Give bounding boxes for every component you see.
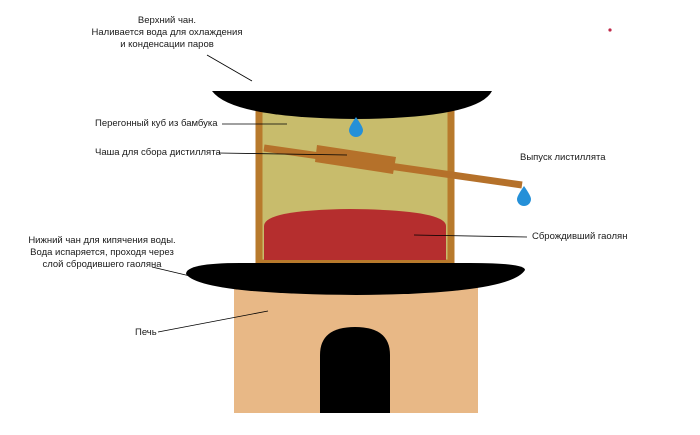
label-lower-pot-line2: Вода испаряется, проходя через	[30, 247, 174, 258]
label-cube: Перегонный куб из бамбука	[95, 118, 218, 129]
label-lower-pot: Нижний чан для кипячения воды. Вода испа…	[18, 235, 186, 271]
leader-lower-pot	[151, 266, 191, 277]
leader-stove	[157, 310, 269, 333]
collecting-bowl	[315, 145, 396, 174]
leader-upper-pot	[206, 54, 253, 82]
label-upper-pot-line1: Верхний чан.	[137, 15, 197, 26]
leader-bowl	[218, 152, 348, 156]
stove-door	[320, 327, 390, 413]
upper-pot	[212, 91, 492, 119]
lower-pot	[186, 263, 525, 295]
label-fermented: Сброждивший гаолян	[532, 231, 628, 242]
label-upper-pot-line3: и конденсации паров	[120, 39, 214, 50]
label-lower-pot-line1: Нижний чан для кипячения воды.	[28, 235, 176, 246]
condensate-drop-icon	[349, 117, 363, 137]
distillate-drop-icon	[517, 186, 531, 206]
label-outlet: Выпуск листиллята	[520, 152, 606, 163]
stray-dot	[608, 28, 612, 32]
leader-fermented	[413, 234, 528, 238]
label-stove: Печь	[135, 327, 157, 338]
label-upper-pot: Верхний чан. Наливается вода для охлажде…	[82, 15, 252, 51]
label-bowl: Чаша для сбора дистиллята	[95, 147, 221, 158]
label-upper-pot-line2: Наливается вода для охлаждения	[91, 27, 243, 38]
fermented-sorghum	[264, 209, 446, 260]
label-lower-pot-line3: слой сбродившего гаоляна	[42, 259, 162, 270]
